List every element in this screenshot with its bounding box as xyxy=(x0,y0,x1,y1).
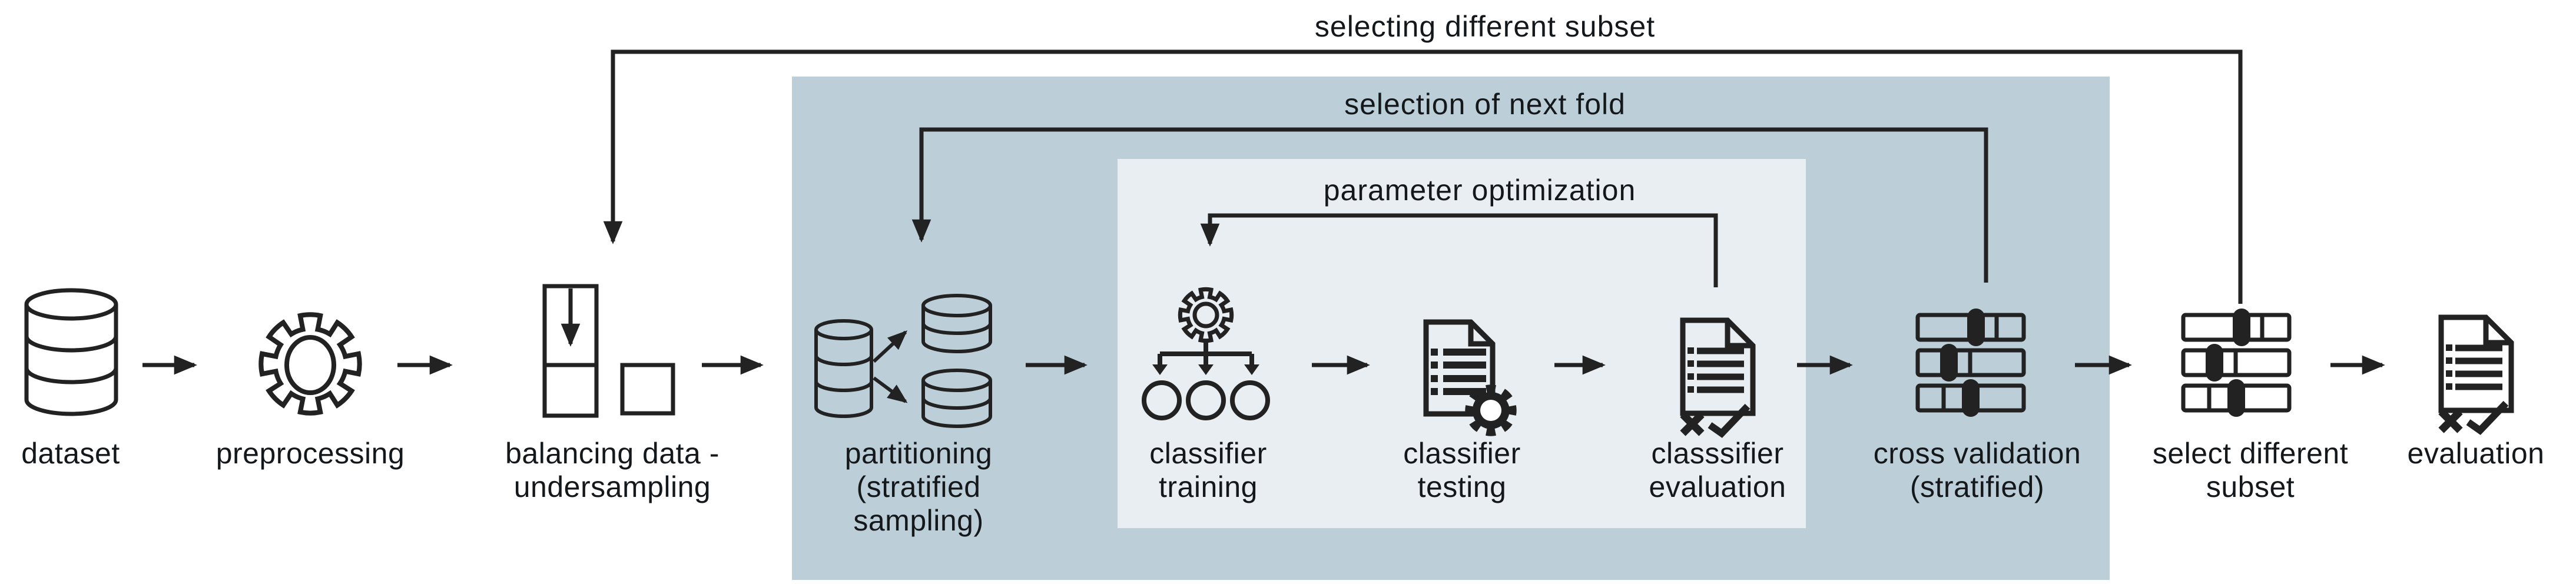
gear-hierarchy-icon xyxy=(1142,286,1270,420)
node-label-partitioning: partitioning (stratified sampling) xyxy=(736,437,1101,538)
node-label-line: classifier xyxy=(1149,437,1267,470)
node-label-line: (stratified) xyxy=(1909,470,2045,503)
node-label-line: training xyxy=(1159,470,1258,503)
node-label-line: subset xyxy=(2206,470,2295,503)
node-label-line: evaluation xyxy=(2407,437,2545,470)
parameter-optimization-region xyxy=(1118,159,1806,528)
node-label-preprocessing: preprocessing xyxy=(128,437,493,470)
node-label-select-different-subset: select different subset xyxy=(2068,437,2433,504)
loop-path-selecting-different-subset xyxy=(603,49,2243,304)
loop-path-selection-of-next-fold xyxy=(911,127,1988,283)
node-label-classifier-evaluation: classsifier evaluation xyxy=(1535,437,1900,504)
node-label-balancing-undersampling: balancing data - undersampling xyxy=(430,437,795,504)
document-check-icon xyxy=(2438,314,2514,435)
node-label-line: select different xyxy=(2152,437,2349,470)
document-gear-icon xyxy=(1423,319,1517,436)
node-label-classifier-training: classifier training xyxy=(1026,437,1391,504)
sliders-icon xyxy=(1915,309,2026,417)
node-label-line: classifier xyxy=(1403,437,1521,470)
node-label-line: undersampling xyxy=(513,470,711,503)
node-label-line: cross validation xyxy=(1873,437,2081,470)
database-icon xyxy=(24,288,118,416)
node-label-line: partitioning xyxy=(844,437,993,470)
node-label-line: sampling) xyxy=(853,504,984,537)
node-label-line: testing xyxy=(1417,470,1507,503)
loop-label-selecting-different-subset: selecting different subset xyxy=(1314,10,1656,43)
node-label-line: balancing data - xyxy=(505,437,720,470)
loop-label-selection-of-next-fold: selection of next fold xyxy=(1344,88,1626,121)
node-label-evaluation: evaluation xyxy=(2293,437,2576,470)
node-label-line: dataset xyxy=(21,437,120,470)
loop-path-parameter-optimization xyxy=(1200,213,1718,287)
node-label-cross-validation: cross validation (stratified) xyxy=(1795,437,2160,504)
balancing-bars-icon xyxy=(542,284,675,418)
node-label-line: preprocessing xyxy=(216,437,405,470)
node-label-line: evaluation xyxy=(1649,470,1786,503)
node-label-line: classsifier xyxy=(1651,437,1784,470)
node-label-classifier-testing: classifier testing xyxy=(1279,437,1645,504)
gear-icon xyxy=(257,311,363,423)
node-label-dataset: dataset xyxy=(0,437,253,470)
node-label-line: (stratified xyxy=(856,470,981,503)
sliders-icon xyxy=(2181,309,2292,417)
document-check-icon xyxy=(1680,317,1756,438)
loop-label-parameter-optimization: parameter optimization xyxy=(1323,174,1636,207)
partitioning-split-icon xyxy=(814,294,992,428)
